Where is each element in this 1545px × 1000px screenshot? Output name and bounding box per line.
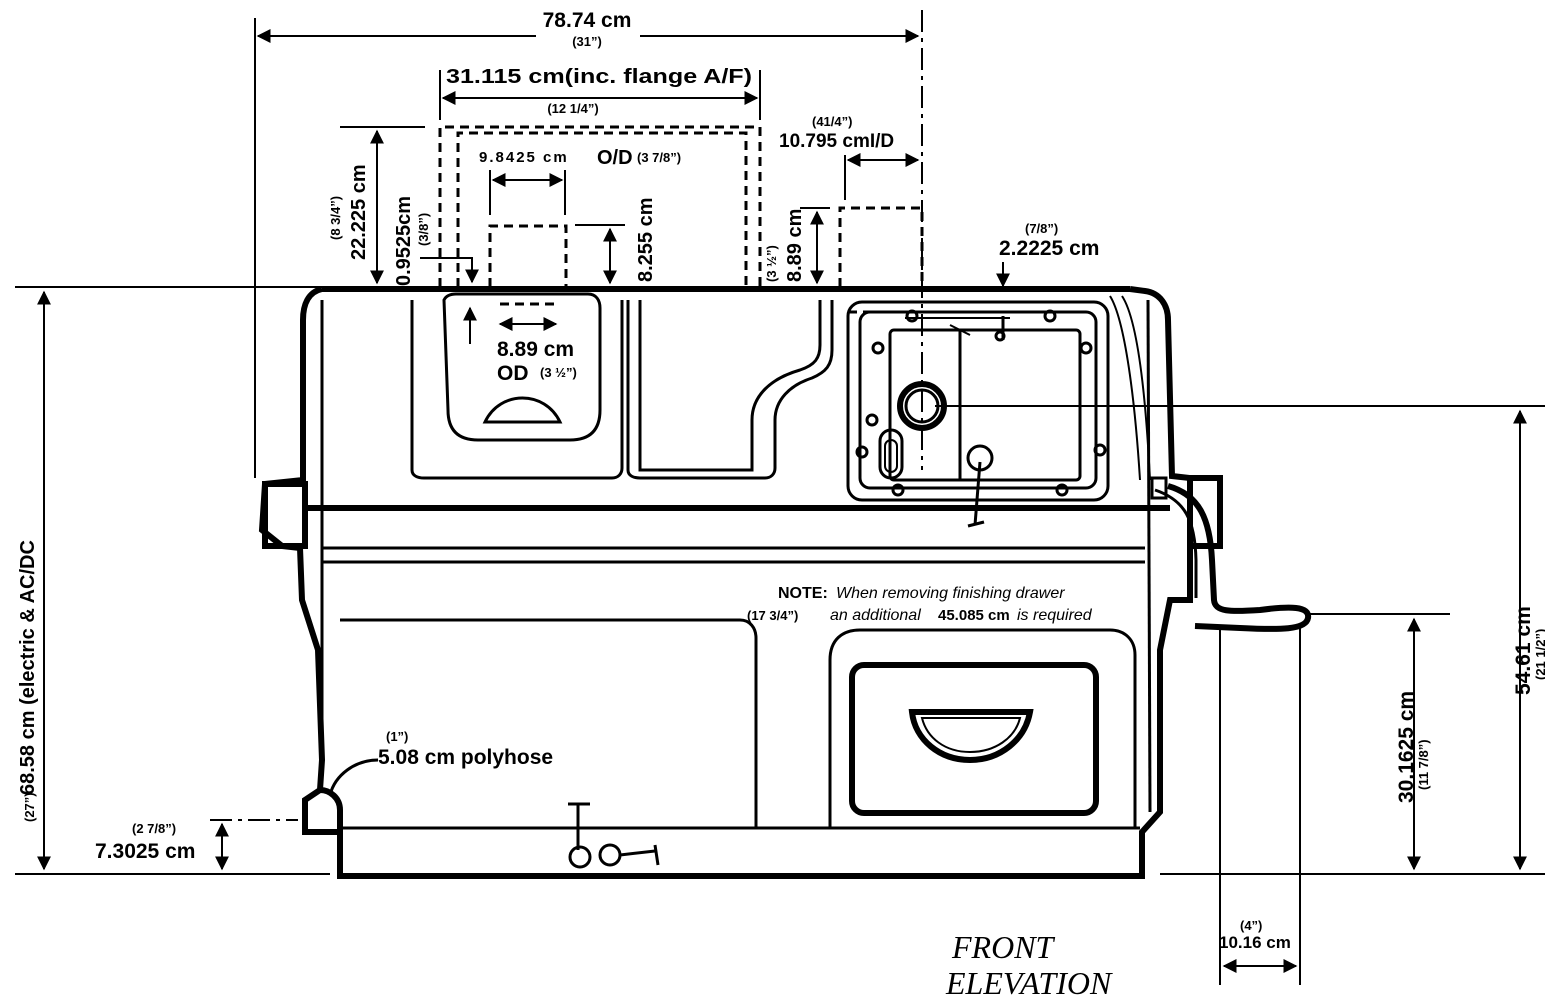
right-height-imperial: (21 1/2”) [1533,629,1545,680]
note-line2b: is required [1017,607,1093,624]
outlet-flange-outline [438,125,762,306]
vent-id-metric: 10.795 cmI/D [779,131,894,152]
caption-line2: ELEVATION [945,965,1113,1000]
note-imperial: (17 3/4”) [747,608,798,623]
dimension-arrows [37,29,1527,973]
flange-thickness-imperial: (3/8”) [416,213,431,246]
right-height-metric: 54.61 cm [1512,606,1535,695]
inlet-od-label: OD [497,362,529,385]
drawer-note: NOTE: When removing finishing drawer (17… [747,585,1093,624]
caption-line1: FRONT [951,929,1056,965]
crank-width-imperial: (4”) [1240,918,1262,933]
outlet-od-metric: 9.8425 cm [479,149,569,166]
top-clearance-metric: 22.225 cm [348,164,370,260]
flange-width-metric: 31.115 cm(inc. flange A/F) [446,66,752,88]
outlet-od-suffix: O/D [597,147,633,169]
hose-metric: 5.08 cm polyhose [378,746,553,769]
vent-id-imperial: (41/4”) [812,114,852,129]
vent-height-metric: 8.89 cm [784,209,806,282]
drawing-caption: FRONT ELEVATION [945,929,1113,1000]
inlet-od-metric: 8.89 cm [497,338,574,361]
dimension-labels: 78.74 cm (31”) 31.115 cm(inc. flange A/F… [17,9,1545,952]
flange-thickness-metric: 0.9525cm [393,196,415,286]
lid-offset-imperial: (7/8”) [1025,221,1058,236]
vent-outline [838,206,924,314]
note-line2a: an additional [830,607,921,624]
flange-width-imperial: (12 1/4”) [547,101,598,116]
toilet-body [258,286,1311,879]
overall-height-imperial: (27”) [22,792,37,822]
drain-height-metric: 7.3025 cm [95,840,195,863]
vent-height-imperial: (3 ½”) [764,245,779,282]
crank-height-metric: 30.1625 cm [1395,691,1418,803]
overall-width-metric: 78.74 cm [543,9,632,32]
overall-height-metric: 68.58 cm (electric & AC/DC [17,540,39,795]
note-line1: When removing finishing drawer [836,585,1065,602]
inlet-od-imperial: (3 ½”) [540,365,577,380]
lid-offset-metric: 2.2225 cm [999,237,1099,260]
crank-height-imperial: (11 7/8”) [1416,739,1431,790]
note-label: NOTE: [778,585,828,602]
overall-width-imperial: (31”) [572,34,602,49]
hose-imperial: (1”) [386,729,408,744]
note-value: 45.085 cm [938,607,1010,624]
top-clearance-imperial: (8 3/4”) [328,196,343,240]
crank-width-metric: 10.16 cm [1219,933,1291,952]
outlet-height-metric: 8.255 cm [635,197,657,282]
outlet-od-imperial: (3 7/8”) [637,150,681,165]
extension-lines [15,10,1545,985]
drain-height-imperial: (2 7/8”) [132,821,176,836]
